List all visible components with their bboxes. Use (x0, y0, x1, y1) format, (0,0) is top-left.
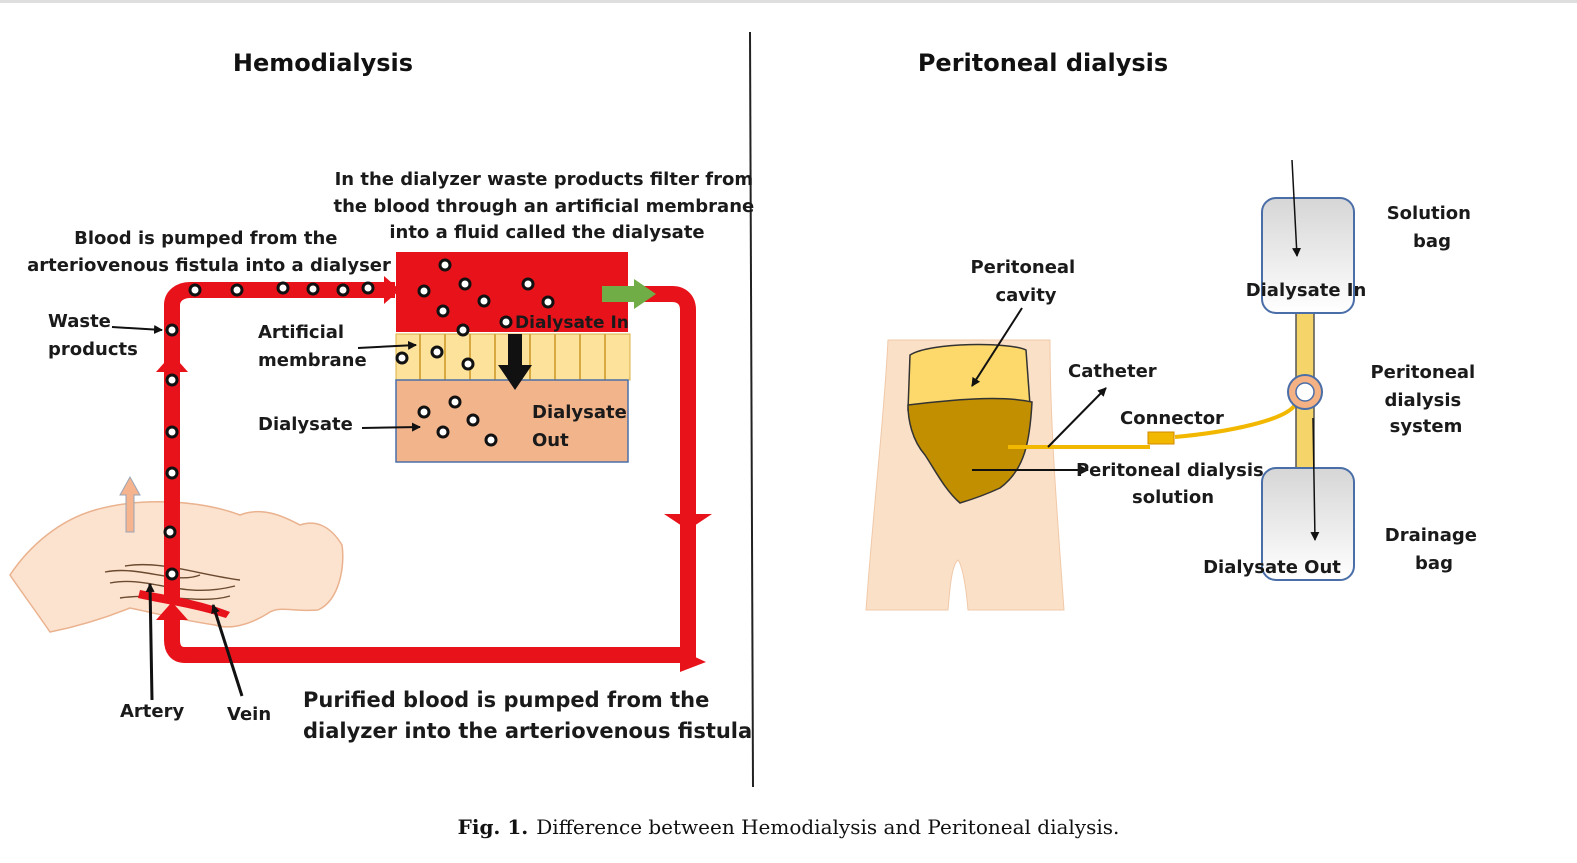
peritoneal-fluid (907, 397, 1033, 504)
vein-segment (138, 590, 230, 618)
system-ring-hole (1295, 382, 1315, 402)
dialyzer-caption: In the dialyzer waste products filter fr… (334, 169, 761, 243)
dialyzer-blood-chamber (396, 252, 628, 332)
panel-divider (749, 31, 754, 788)
catheter-pointer (1047, 387, 1107, 448)
top-border (0, 0, 1577, 3)
dialysate-out-label: Dialysate Out (532, 402, 633, 451)
artery-pointer (145, 583, 155, 701)
dialysate-pointer (361, 422, 421, 432)
cavity-pointer (971, 307, 1023, 387)
waste-particles-loop (163, 281, 375, 581)
solution-label: Peritoneal dialysis solution (1076, 460, 1270, 508)
dialysate-chamber (395, 379, 629, 463)
catheter-tube (1008, 403, 1297, 449)
waste-particles-dialyzer (395, 258, 555, 447)
pd-dialysate-out-label: Dialysate Out (1203, 557, 1341, 578)
figure-number: Fig. 1. (457, 815, 529, 839)
dialysate-label: Dialysate (258, 414, 353, 435)
peritoneal-title: Peritoneal dialysis (918, 49, 1168, 77)
vein-label: Vein (227, 704, 271, 725)
pump-in-caption: Blood is pumped from the arteriovenous f… (27, 228, 391, 276)
hemodialysis-title: Hemodialysis (233, 49, 413, 77)
drainage-bag-label: Drainage bag (1385, 525, 1483, 574)
dialysate-out-pointer (1310, 417, 1320, 541)
catheter-label: Catheter (1068, 361, 1157, 382)
waste-pointer (111, 325, 163, 335)
solution-bag (1261, 197, 1355, 314)
filter-down-arrow-icon (498, 334, 532, 390)
solution-bag-label: Solution bag (1387, 203, 1478, 252)
pd-dialysate-in-label: Dialysate In (1246, 280, 1367, 301)
dialysate-in-label: Dialysate In (515, 313, 629, 333)
arrow-up-fistula-icon (156, 602, 188, 620)
arrow-up-loop-icon (156, 354, 188, 372)
dialysate-in-pointer (1291, 159, 1302, 257)
up-arrow-icon (119, 475, 141, 533)
vein-pointer (211, 604, 244, 697)
purified-caption: Purified blood is pumped from the dialyz… (303, 688, 752, 743)
connector-piece (1147, 431, 1175, 445)
waste-products-label: Waste products (48, 311, 138, 360)
peritoneal-cavity-label: Peritoneal cavity (970, 257, 1081, 306)
membrane-label: Artificial membrane (258, 322, 367, 371)
arrow-bottom-return-icon (680, 650, 706, 672)
peritoneal-panel: Peritoneal dialysis Peritoneal cavity Ca… (865, 49, 1483, 611)
drainage-bag (1261, 467, 1355, 581)
membrane-pointer (357, 340, 417, 350)
green-outflow-arrow-icon (602, 279, 656, 309)
figure-caption-text: Difference between Hemodialysis and Peri… (536, 815, 1120, 839)
arrow-down-return-icon (664, 514, 712, 530)
peritoneal-cavity-top (907, 343, 1031, 411)
system-label: Peritoneal dialysis system (1370, 362, 1481, 437)
hemodialysis-panel: Hemodialysis (9, 49, 761, 743)
figure-caption: Fig. 1. Difference between Hemodialysis a… (0, 815, 1577, 839)
connector-label: Connector (1120, 408, 1224, 429)
arrow-into-dialyzer-icon (384, 276, 400, 304)
artery-label: Artery (120, 701, 184, 722)
